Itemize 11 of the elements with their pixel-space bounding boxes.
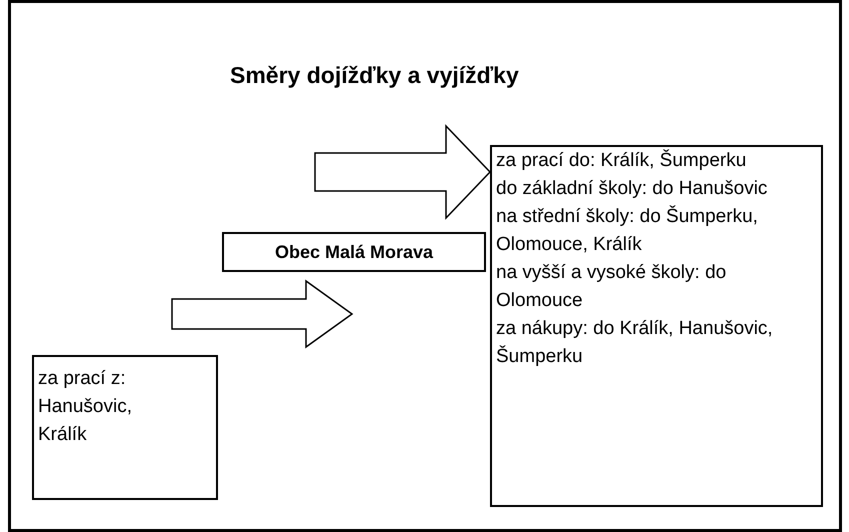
box-text: do základní školy: do Hanušovic xyxy=(496,177,768,201)
box-text: za nákupy: do Králík, Hanušovic, Šumperku xyxy=(496,317,774,369)
block-arrow xyxy=(314,124,492,220)
title: Směry dojížďky a vyjížďky xyxy=(230,61,519,90)
text-box xyxy=(490,145,823,507)
box-text: za prací z: Hanušovic, Králík xyxy=(38,367,133,447)
box-text: Obec Malá Morava xyxy=(274,240,434,264)
place-box xyxy=(222,232,486,272)
text-box xyxy=(32,355,218,500)
box-text: za prací do: Králík, Šumperku xyxy=(496,148,748,173)
block-arrow xyxy=(171,280,354,348)
